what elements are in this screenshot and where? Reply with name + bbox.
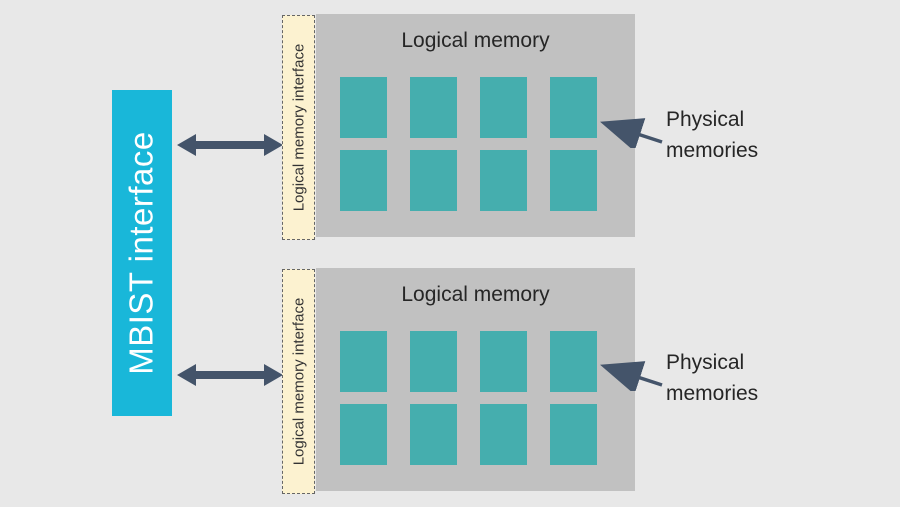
- physical-memories-label-line1: Physical: [666, 351, 745, 374]
- physical-memories-label: Physical memories: [666, 347, 758, 409]
- annotation-arrow-icon: [600, 361, 663, 391]
- physical-memories-label-line2: memories: [666, 139, 759, 162]
- physical-memory-cell: [550, 331, 597, 392]
- logical-memory-block: Logical memory: [316, 14, 635, 237]
- physical-memory-cell: [410, 404, 457, 465]
- logical-memory-group-top: Logical memory interface Logical memory: [282, 14, 635, 241]
- physical-memory-cell: [550, 150, 597, 211]
- mbist-interface-box: MBIST interface: [112, 90, 172, 416]
- logical-memory-interface-strip: Logical memory interface: [282, 269, 315, 494]
- physical-memories-label-line2: memories: [666, 382, 759, 405]
- logical-memory-title: Logical memory: [401, 29, 550, 52]
- logical-memory-block: Logical memory: [316, 268, 635, 491]
- physical-memory-cell: [480, 77, 527, 138]
- logical-memory-group-bottom: Logical memory interface Logical memory: [282, 268, 635, 495]
- double-arrow-icon: [177, 134, 283, 156]
- physical-memory-cell: [340, 150, 387, 211]
- physical-memories-label-line1: Physical: [666, 108, 745, 131]
- physical-memory-cell: [480, 404, 527, 465]
- logical-memory-interface-label: Logical memory interface: [290, 43, 308, 212]
- physical-memory-cell: [340, 404, 387, 465]
- physical-memory-cell: [480, 150, 527, 211]
- physical-memory-cell: [340, 331, 387, 392]
- logical-memory-interface-label: Logical memory interface: [290, 297, 308, 466]
- physical-memory-cell: [340, 77, 387, 138]
- double-arrow-icon: [177, 364, 283, 386]
- physical-memory-cell: [410, 331, 457, 392]
- physical-memories-label: Physical memories: [666, 104, 758, 166]
- logical-memory-title: Logical memory: [401, 283, 550, 306]
- physical-memory-cell: [480, 331, 527, 392]
- mbist-interface-label: MBIST interface: [123, 131, 161, 375]
- physical-memory-cell: [410, 77, 457, 138]
- logical-memory-interface-strip: Logical memory interface: [282, 15, 315, 240]
- annotation-arrow-icon: [600, 118, 663, 148]
- physical-memory-cell: [410, 150, 457, 211]
- physical-memory-cell: [550, 77, 597, 138]
- physical-memory-cell: [550, 404, 597, 465]
